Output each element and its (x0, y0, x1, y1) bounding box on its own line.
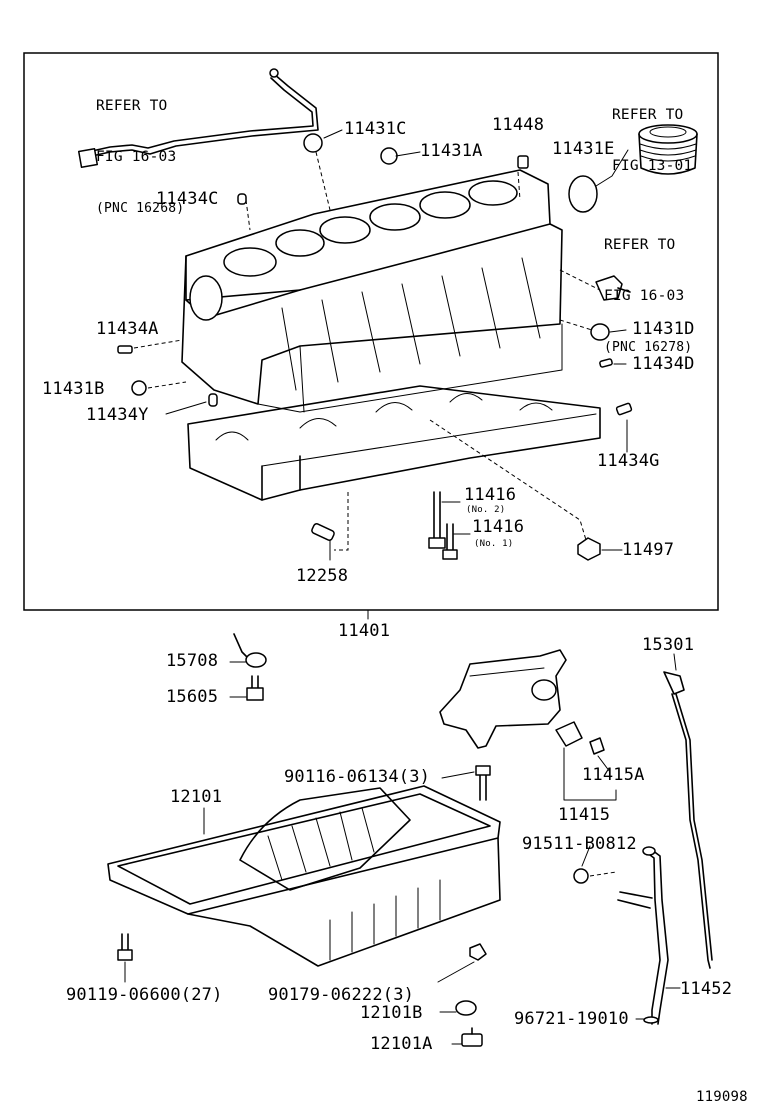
refer-note-line1: REFER TO (604, 237, 676, 253)
part-note-no2: (No. 2) (466, 505, 506, 515)
part-label-12258: 12258 (296, 566, 349, 586)
plug-11431C (303, 133, 323, 153)
refer-note-line1: REFER TO (96, 98, 168, 114)
part-label-15301: 15301 (642, 635, 695, 655)
part-label-11434A: 11434A (96, 319, 159, 339)
part-label-11452: 11452 (680, 979, 733, 999)
part-label-11416-no1: 11416 (472, 517, 525, 537)
gasket-12101B (455, 1000, 477, 1016)
part-label-11448: 11448 (492, 115, 545, 135)
part-label-12101A: 12101A (370, 1034, 433, 1054)
part-label-11431A: 11431A (420, 141, 483, 161)
nut-11497 (577, 537, 601, 561)
plug-11448 (517, 155, 529, 169)
bolt-11416-no2 (428, 491, 446, 549)
bolt-90116 (475, 765, 491, 801)
pin-11434A (117, 345, 133, 354)
part-note-no1: (No. 1) (474, 539, 514, 549)
plug-11415A (589, 737, 605, 755)
plug-11431D (590, 323, 610, 341)
oil-tube-part (77, 68, 319, 169)
cylinder-block-part (181, 169, 563, 413)
refer-note-piston: REFER TO FIG 13-01 (612, 73, 692, 192)
part-label-90116-06134: 90116-06134(3) (284, 767, 431, 787)
part-label-11415A: 11415A (582, 765, 645, 785)
bolt-11416-no1 (442, 523, 458, 560)
oil-pan-part (107, 785, 501, 967)
block-group-frame (23, 52, 719, 611)
nut-90179 (469, 943, 487, 961)
plug-11431E (568, 175, 598, 213)
dipstick-15301 (663, 671, 713, 969)
fitting-16278 (595, 275, 631, 301)
bolt-90119 (117, 933, 133, 961)
part-label-90119-06600: 90119-06600(27) (66, 985, 223, 1005)
part-label-11434C: 11434C (156, 189, 219, 209)
part-label-11401: 11401 (338, 621, 391, 641)
pin-11434D (599, 358, 613, 368)
part-label-15708: 15708 (166, 651, 219, 671)
drain-plug-12101A (461, 1027, 483, 1047)
part-label-11431B: 11431B (42, 379, 105, 399)
part-label-11416-no2: 11416 (464, 485, 517, 505)
o-ring-96721 (643, 1016, 659, 1024)
part-label-11415: 11415 (558, 805, 611, 825)
part-label-12101: 12101 (170, 787, 223, 807)
part-label-11431C: 11431C (344, 119, 407, 139)
part-label-11431D: 11431D (632, 319, 695, 339)
part-label-15605: 15605 (166, 687, 219, 707)
part-label-11434G: 11434G (597, 451, 660, 471)
bearing-cap-bed-part (187, 385, 601, 501)
part-label-11497: 11497 (622, 540, 675, 560)
plug-11431A (380, 147, 398, 165)
part-label-91511-B0812: 91511-B0812 (522, 834, 637, 854)
refer-note-oil-tube: REFER TO FIG 16-03 (PNC 16268) (96, 64, 184, 234)
refer-note-fitting: REFER TO FIG 16-03 (PNC 16278) (604, 203, 692, 373)
refer-note-line2: FIG 16-03 (604, 288, 685, 304)
pin-11434G (615, 402, 633, 416)
gauge-guide-11452 (617, 846, 669, 1025)
plug-11431B (131, 380, 147, 396)
part-label-11434Y: 11434Y (86, 405, 149, 425)
guide-bracket-15708 (233, 633, 267, 668)
bolt-15605 (246, 675, 264, 701)
figure-number: 119098 (696, 1089, 748, 1105)
bolt-91511 (573, 868, 589, 884)
part-label-11431E: 11431E (552, 139, 615, 159)
dowel-12258 (311, 523, 335, 541)
refer-note-line2: FIG 13-01 (612, 158, 693, 174)
part-label-11434D: 11434D (632, 354, 695, 374)
part-label-96721-19010: 96721-19010 (514, 1009, 629, 1029)
refer-note-line3: (PNC 16278) (604, 340, 693, 355)
refer-note-line2: FIG 16-03 (96, 149, 177, 165)
piston-part (638, 124, 698, 175)
pin-11434C (237, 193, 247, 205)
refer-note-line1: REFER TO (612, 107, 684, 123)
part-label-12101B: 12101B (360, 1003, 423, 1023)
refer-note-line3: (PNC 16268) (96, 201, 185, 216)
pin-11434Y (208, 393, 218, 407)
part-label-90179-06222: 90179-06222(3) (268, 985, 415, 1005)
union-11415 (555, 721, 583, 747)
oil-filter-bracket-part (439, 649, 567, 749)
